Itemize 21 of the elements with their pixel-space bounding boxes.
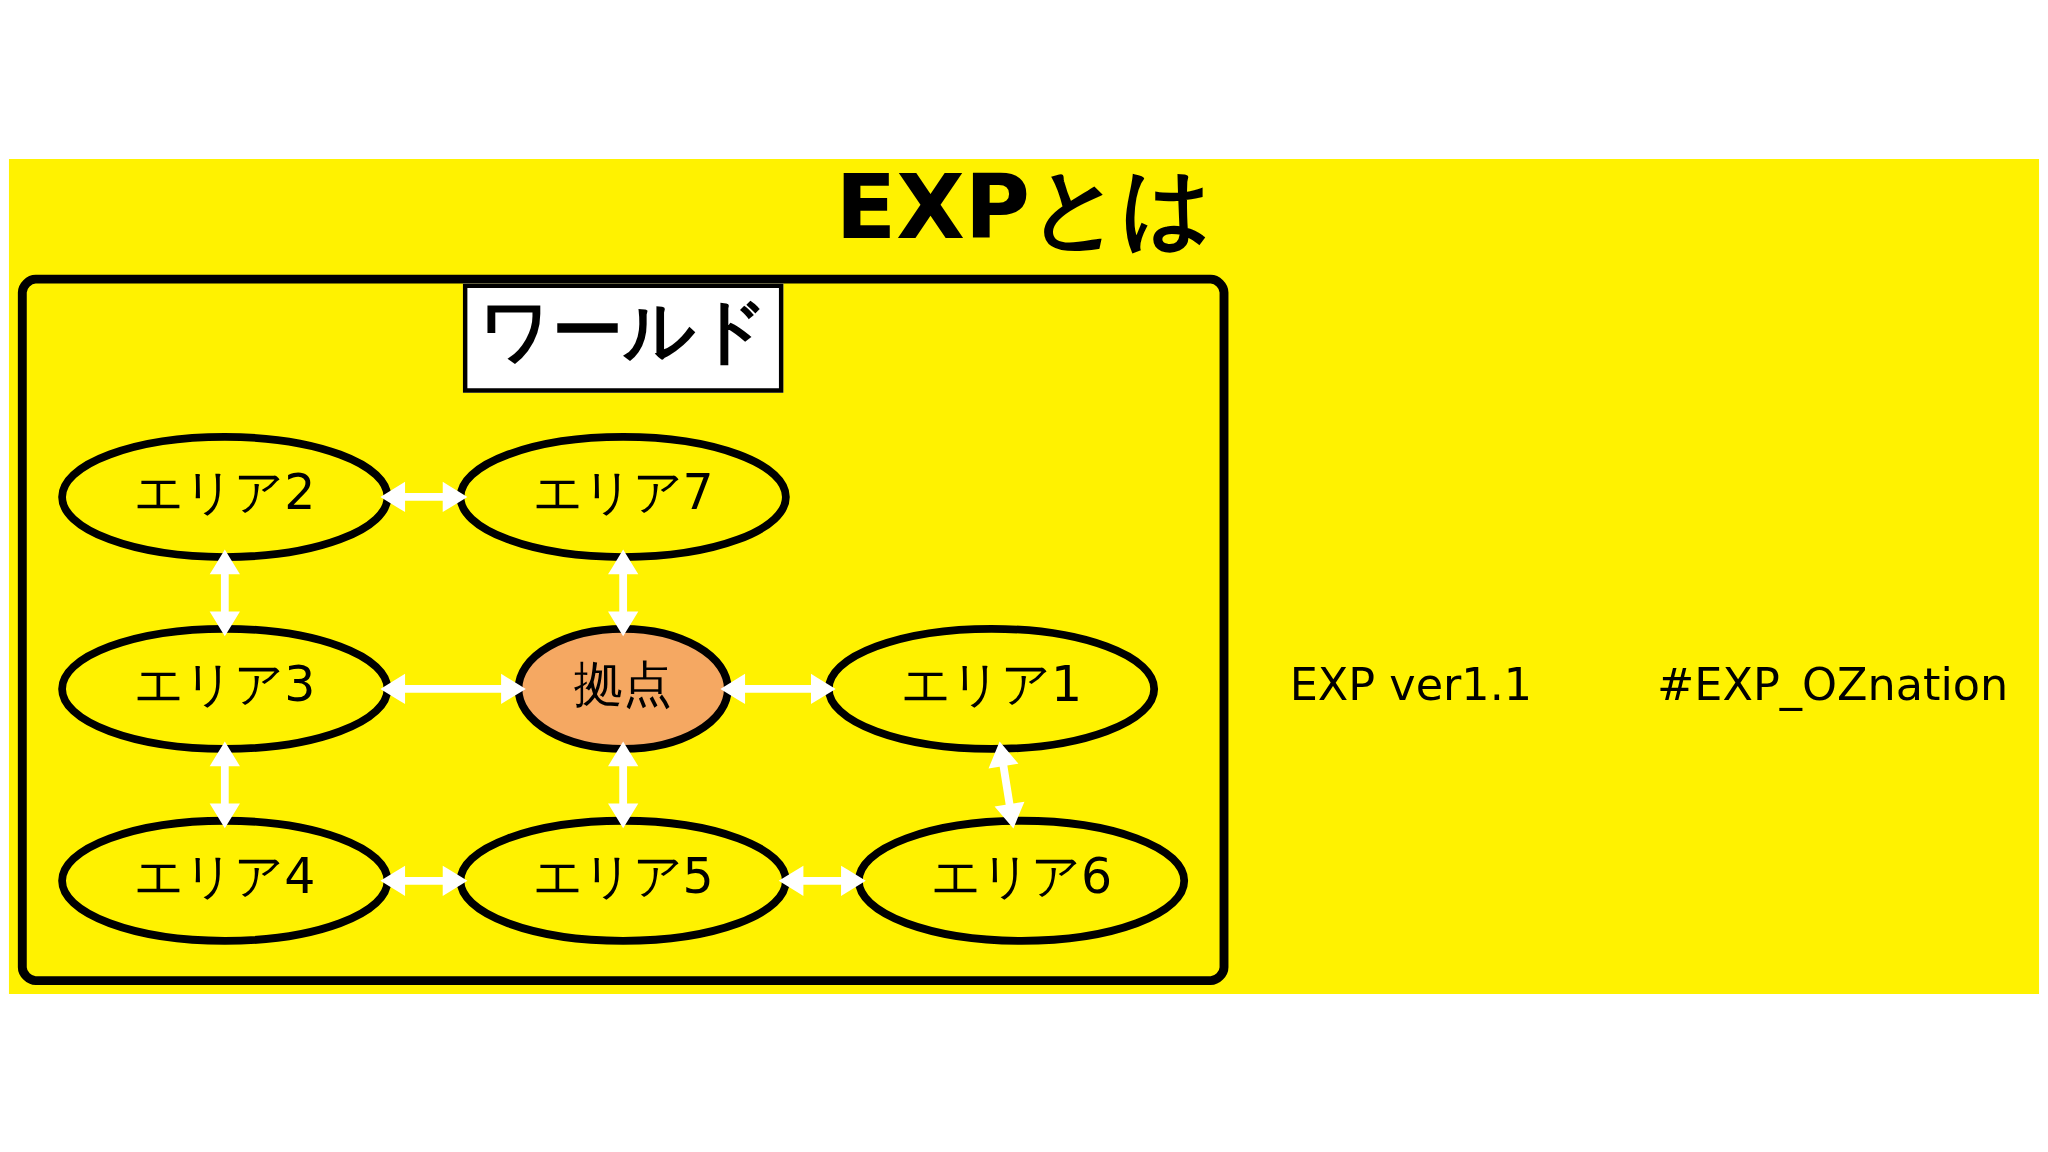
arrow [778,865,866,896]
node-ellipse: エリア2 [58,432,392,561]
arrow [608,741,639,828]
arrow [608,549,639,636]
node-ellipse: エリア3 [58,624,392,753]
arrow [380,865,468,896]
node-ellipse: エリア1 [824,624,1159,753]
arrow [720,673,836,704]
arrow [380,481,468,512]
arrow [380,673,526,704]
arrow [988,741,1025,828]
node-ellipse: エリア4 [58,816,392,945]
arrow [209,741,240,828]
arrow [209,549,240,636]
node-ellipse: エリア6 [854,816,1189,945]
label: EXP ver1.1 [1289,658,1533,710]
diagram-title: EXPとは [835,154,1213,259]
node-ellipse: エリア5 [456,816,790,945]
label: #EXP_OZnation [1657,658,2009,710]
node-ellipse: エリア7 [456,432,790,561]
node-ellipse: 拠点 [514,624,732,753]
